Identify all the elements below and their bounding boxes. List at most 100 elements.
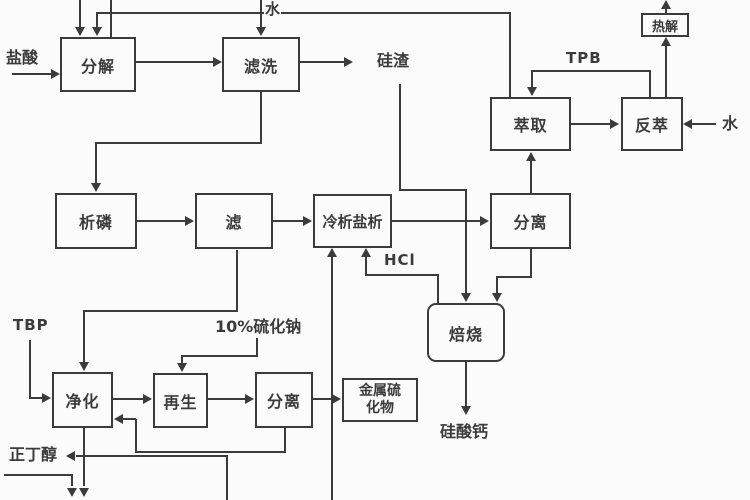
connector-line xyxy=(260,92,262,144)
connector-arrowhead xyxy=(66,451,75,461)
connector-arrowhead xyxy=(51,69,60,79)
connector-line xyxy=(29,397,44,399)
connector-line xyxy=(571,123,612,125)
label-sodium-sulfide: 10%硫化钠 xyxy=(215,317,302,336)
connector-arrowhead xyxy=(42,393,51,403)
connector-line xyxy=(313,398,334,400)
connector-line xyxy=(137,220,187,222)
connector-arrowhead xyxy=(143,394,152,404)
connector-line xyxy=(365,274,439,276)
connector-line xyxy=(83,311,85,364)
connector-line xyxy=(496,276,532,278)
connector-line xyxy=(331,256,333,500)
connector-arrowhead xyxy=(480,216,489,226)
connector-line xyxy=(12,73,52,75)
node-label: 净化 xyxy=(65,392,100,411)
connector-arrowhead xyxy=(661,0,671,9)
connector-line xyxy=(135,419,137,452)
connector-line xyxy=(76,455,228,457)
node-label: 分离 xyxy=(513,213,548,232)
node-label: 分离 xyxy=(266,392,301,411)
connector-line xyxy=(83,310,238,312)
connector-line xyxy=(665,44,667,97)
connector-line xyxy=(465,362,467,407)
connector-arrowhead xyxy=(527,87,537,96)
connector-arrowhead xyxy=(67,488,77,497)
node-purification: 净化 xyxy=(52,372,113,428)
connector-line xyxy=(79,0,81,29)
connector-arrowhead xyxy=(461,293,471,302)
connector-line xyxy=(96,12,511,14)
connector-line xyxy=(365,256,367,275)
node-label: 再生 xyxy=(163,392,198,412)
connector-line xyxy=(496,277,498,294)
node-regeneration: 再生 xyxy=(153,373,208,428)
connector-line xyxy=(83,428,85,486)
node-separation-lower: 分离 xyxy=(255,372,313,428)
node-label: 冷析盐析 xyxy=(322,212,383,231)
connector-line xyxy=(123,418,136,420)
node-label: 萃取 xyxy=(513,116,548,135)
node-label: 热解 xyxy=(651,19,678,35)
connector-line xyxy=(226,456,228,500)
connector-line xyxy=(71,475,73,486)
connector-line xyxy=(273,220,306,222)
label-calcium-silicate: 硅酸钙 xyxy=(440,422,489,441)
node-label: 反萃 xyxy=(634,116,669,135)
node-separation-upper: 分离 xyxy=(490,193,571,249)
connector-line xyxy=(530,160,532,193)
node-label: 滤洗 xyxy=(243,56,278,76)
label-tpb: TPB xyxy=(566,49,602,67)
connector-line xyxy=(437,275,439,303)
node-cold-salting-out: 冷析盐析 xyxy=(313,194,392,248)
node-label: 滤 xyxy=(225,213,243,232)
connector-line xyxy=(649,70,651,97)
connector-line xyxy=(236,250,238,312)
node-roasting: 焙烧 xyxy=(427,303,505,362)
connector-line xyxy=(392,220,482,222)
connector-line xyxy=(465,190,467,295)
connector-line xyxy=(665,6,667,13)
connector-arrowhead xyxy=(79,488,89,497)
connector-line xyxy=(256,338,258,357)
connector-arrowhead xyxy=(461,406,471,415)
node-extraction: 萃取 xyxy=(490,97,571,151)
connector-arrowhead xyxy=(327,248,337,257)
connector-line xyxy=(96,12,98,29)
node-label: 金属硫化物 xyxy=(359,383,401,416)
connector-arrowhead xyxy=(683,119,692,129)
connector-arrowhead xyxy=(79,362,89,371)
connector-line xyxy=(300,61,345,63)
label-water-right: 水 xyxy=(722,114,739,133)
connector-line xyxy=(208,398,247,400)
connector-line xyxy=(692,123,716,125)
node-filter: 滤 xyxy=(195,193,273,249)
node-filter-wash: 滤洗 xyxy=(222,37,300,92)
connector-arrowhead xyxy=(114,414,123,424)
label-silicon-residue: 硅渣 xyxy=(377,51,410,70)
connector-arrowhead xyxy=(332,394,341,404)
connector-line xyxy=(509,12,511,98)
connector-arrowhead xyxy=(92,27,102,36)
connector-arrowhead xyxy=(256,27,266,36)
connector-arrowhead xyxy=(492,293,502,302)
connector-arrowhead xyxy=(526,152,536,161)
connector-line xyxy=(95,143,97,185)
connector-line xyxy=(135,451,286,453)
node-label: 析磷 xyxy=(78,213,113,232)
connector-line xyxy=(181,356,183,365)
connector-line xyxy=(531,71,533,88)
label-water-top: 水 xyxy=(264,0,282,18)
node-phosphorus-precipitation: 析磷 xyxy=(55,193,137,249)
connector-arrowhead xyxy=(185,216,194,226)
connector-line xyxy=(29,340,31,399)
connector-line xyxy=(110,0,112,39)
connector-line xyxy=(95,142,262,144)
connector-arrowhead xyxy=(661,37,671,46)
label-n-butanol: 正丁醇 xyxy=(9,445,58,464)
connector-line xyxy=(531,70,651,72)
label-tbp: TBP xyxy=(13,316,49,334)
connector-arrowhead xyxy=(245,394,254,404)
connector-arrowhead xyxy=(361,248,371,257)
connector-line xyxy=(113,398,145,400)
